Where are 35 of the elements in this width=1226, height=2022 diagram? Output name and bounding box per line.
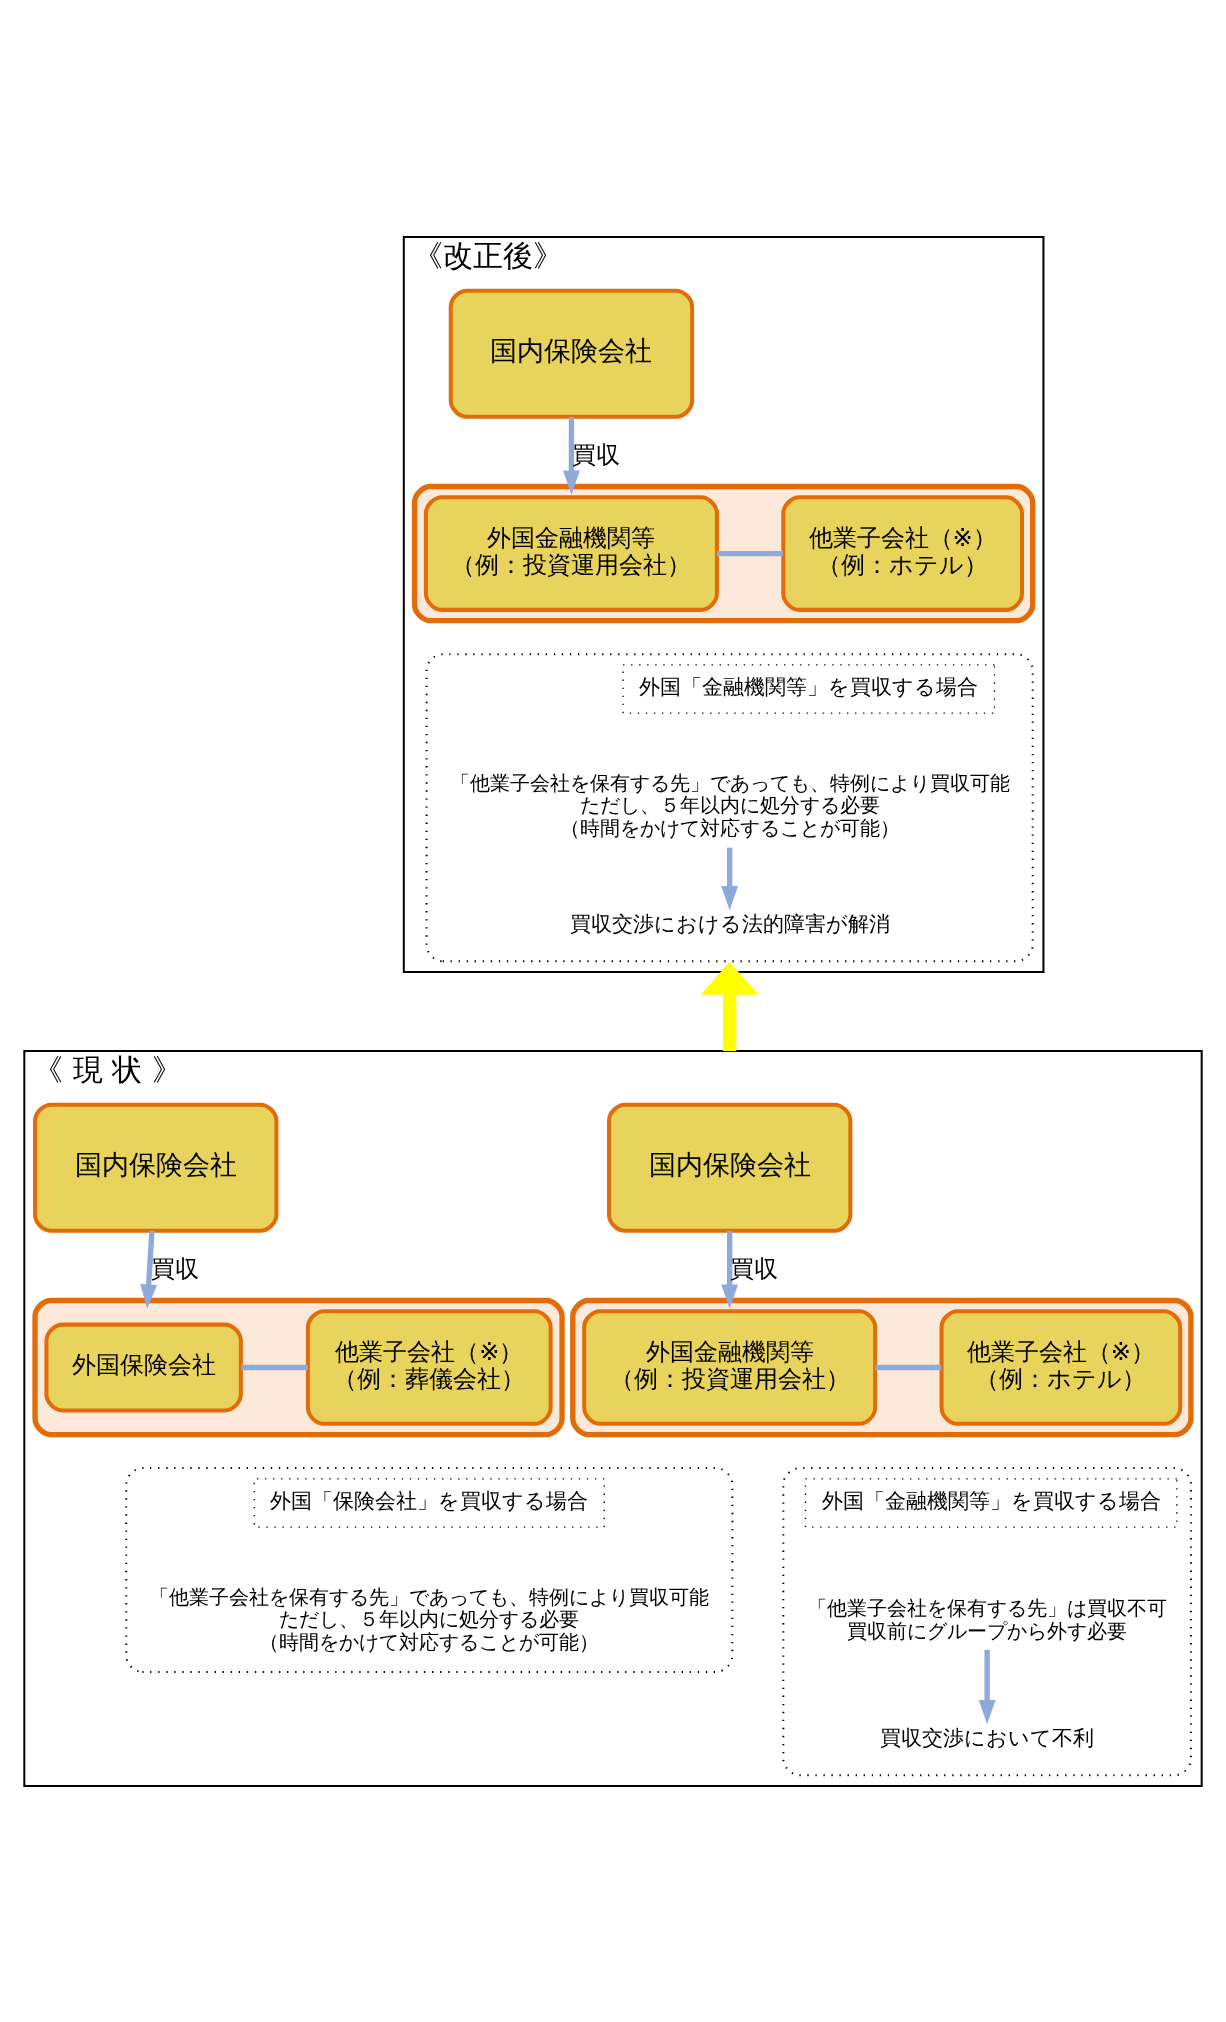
node-box: 国内保険会社 bbox=[606, 1102, 853, 1233]
arrow bbox=[140, 1230, 158, 1309]
node-text: 「他業子会社を保有する先」であっても、特例により買収可能 ただし、５年以内に処分する必要 （時間をかけて対応することが可能） bbox=[449, 770, 1010, 840]
node-box: 外国金融機関等 （例：投資運用会社） bbox=[423, 494, 719, 612]
node-box: 国内保険会社 bbox=[448, 288, 695, 419]
edge-label: 買収 bbox=[151, 1254, 200, 1283]
connector bbox=[241, 1364, 308, 1370]
arrow bbox=[700, 961, 759, 1051]
arrow bbox=[721, 847, 739, 910]
node-text: 買収交渉における法的障害が解消 bbox=[569, 910, 890, 936]
node-box: 国内保険会社 bbox=[33, 1102, 279, 1233]
connector bbox=[717, 550, 783, 556]
arrow bbox=[978, 1649, 996, 1724]
node-box: 外国「保険会社」を買収する場合 bbox=[253, 1477, 605, 1528]
cluster bbox=[125, 1466, 734, 1673]
arrow bbox=[721, 1230, 739, 1309]
arrow bbox=[562, 416, 580, 495]
node-box: 他業子会社（※） （例：ホテル） bbox=[939, 1308, 1183, 1426]
node-text: 「他業子会社を保有する先」であっても、特例により買収可能 ただし、５年以内に処分する必要 （時間をかけて対応することが可能） bbox=[149, 1584, 710, 1654]
node-box: 外国「金融機関等」を買収する場合 bbox=[804, 1477, 1178, 1528]
cluster bbox=[570, 1297, 1194, 1437]
cluster bbox=[425, 652, 1034, 962]
cluster bbox=[782, 1466, 1192, 1776]
node-box: 他業子会社（※） （例：葬儀会社） bbox=[305, 1308, 553, 1426]
connector bbox=[875, 1364, 942, 1370]
node-text: 買収交渉において不利 bbox=[880, 1724, 1095, 1750]
node-box: 外国保険会社 bbox=[44, 1322, 243, 1412]
node-box: 他業子会社（※） （例：ホテル） bbox=[781, 494, 1024, 612]
edge-label: 買収 bbox=[572, 440, 621, 469]
cluster bbox=[411, 483, 1036, 623]
node-box: 外国「金融機関等」を買収する場合 bbox=[622, 663, 996, 714]
node-text: 「他業子会社を保有する先」は買収不可 買収前にグループから外す必要 bbox=[807, 1595, 1168, 1643]
edge-label: 買収 bbox=[730, 1254, 779, 1283]
cluster bbox=[32, 1297, 565, 1437]
node-box: 外国金融機関等 （例：投資運用会社） bbox=[582, 1308, 878, 1426]
